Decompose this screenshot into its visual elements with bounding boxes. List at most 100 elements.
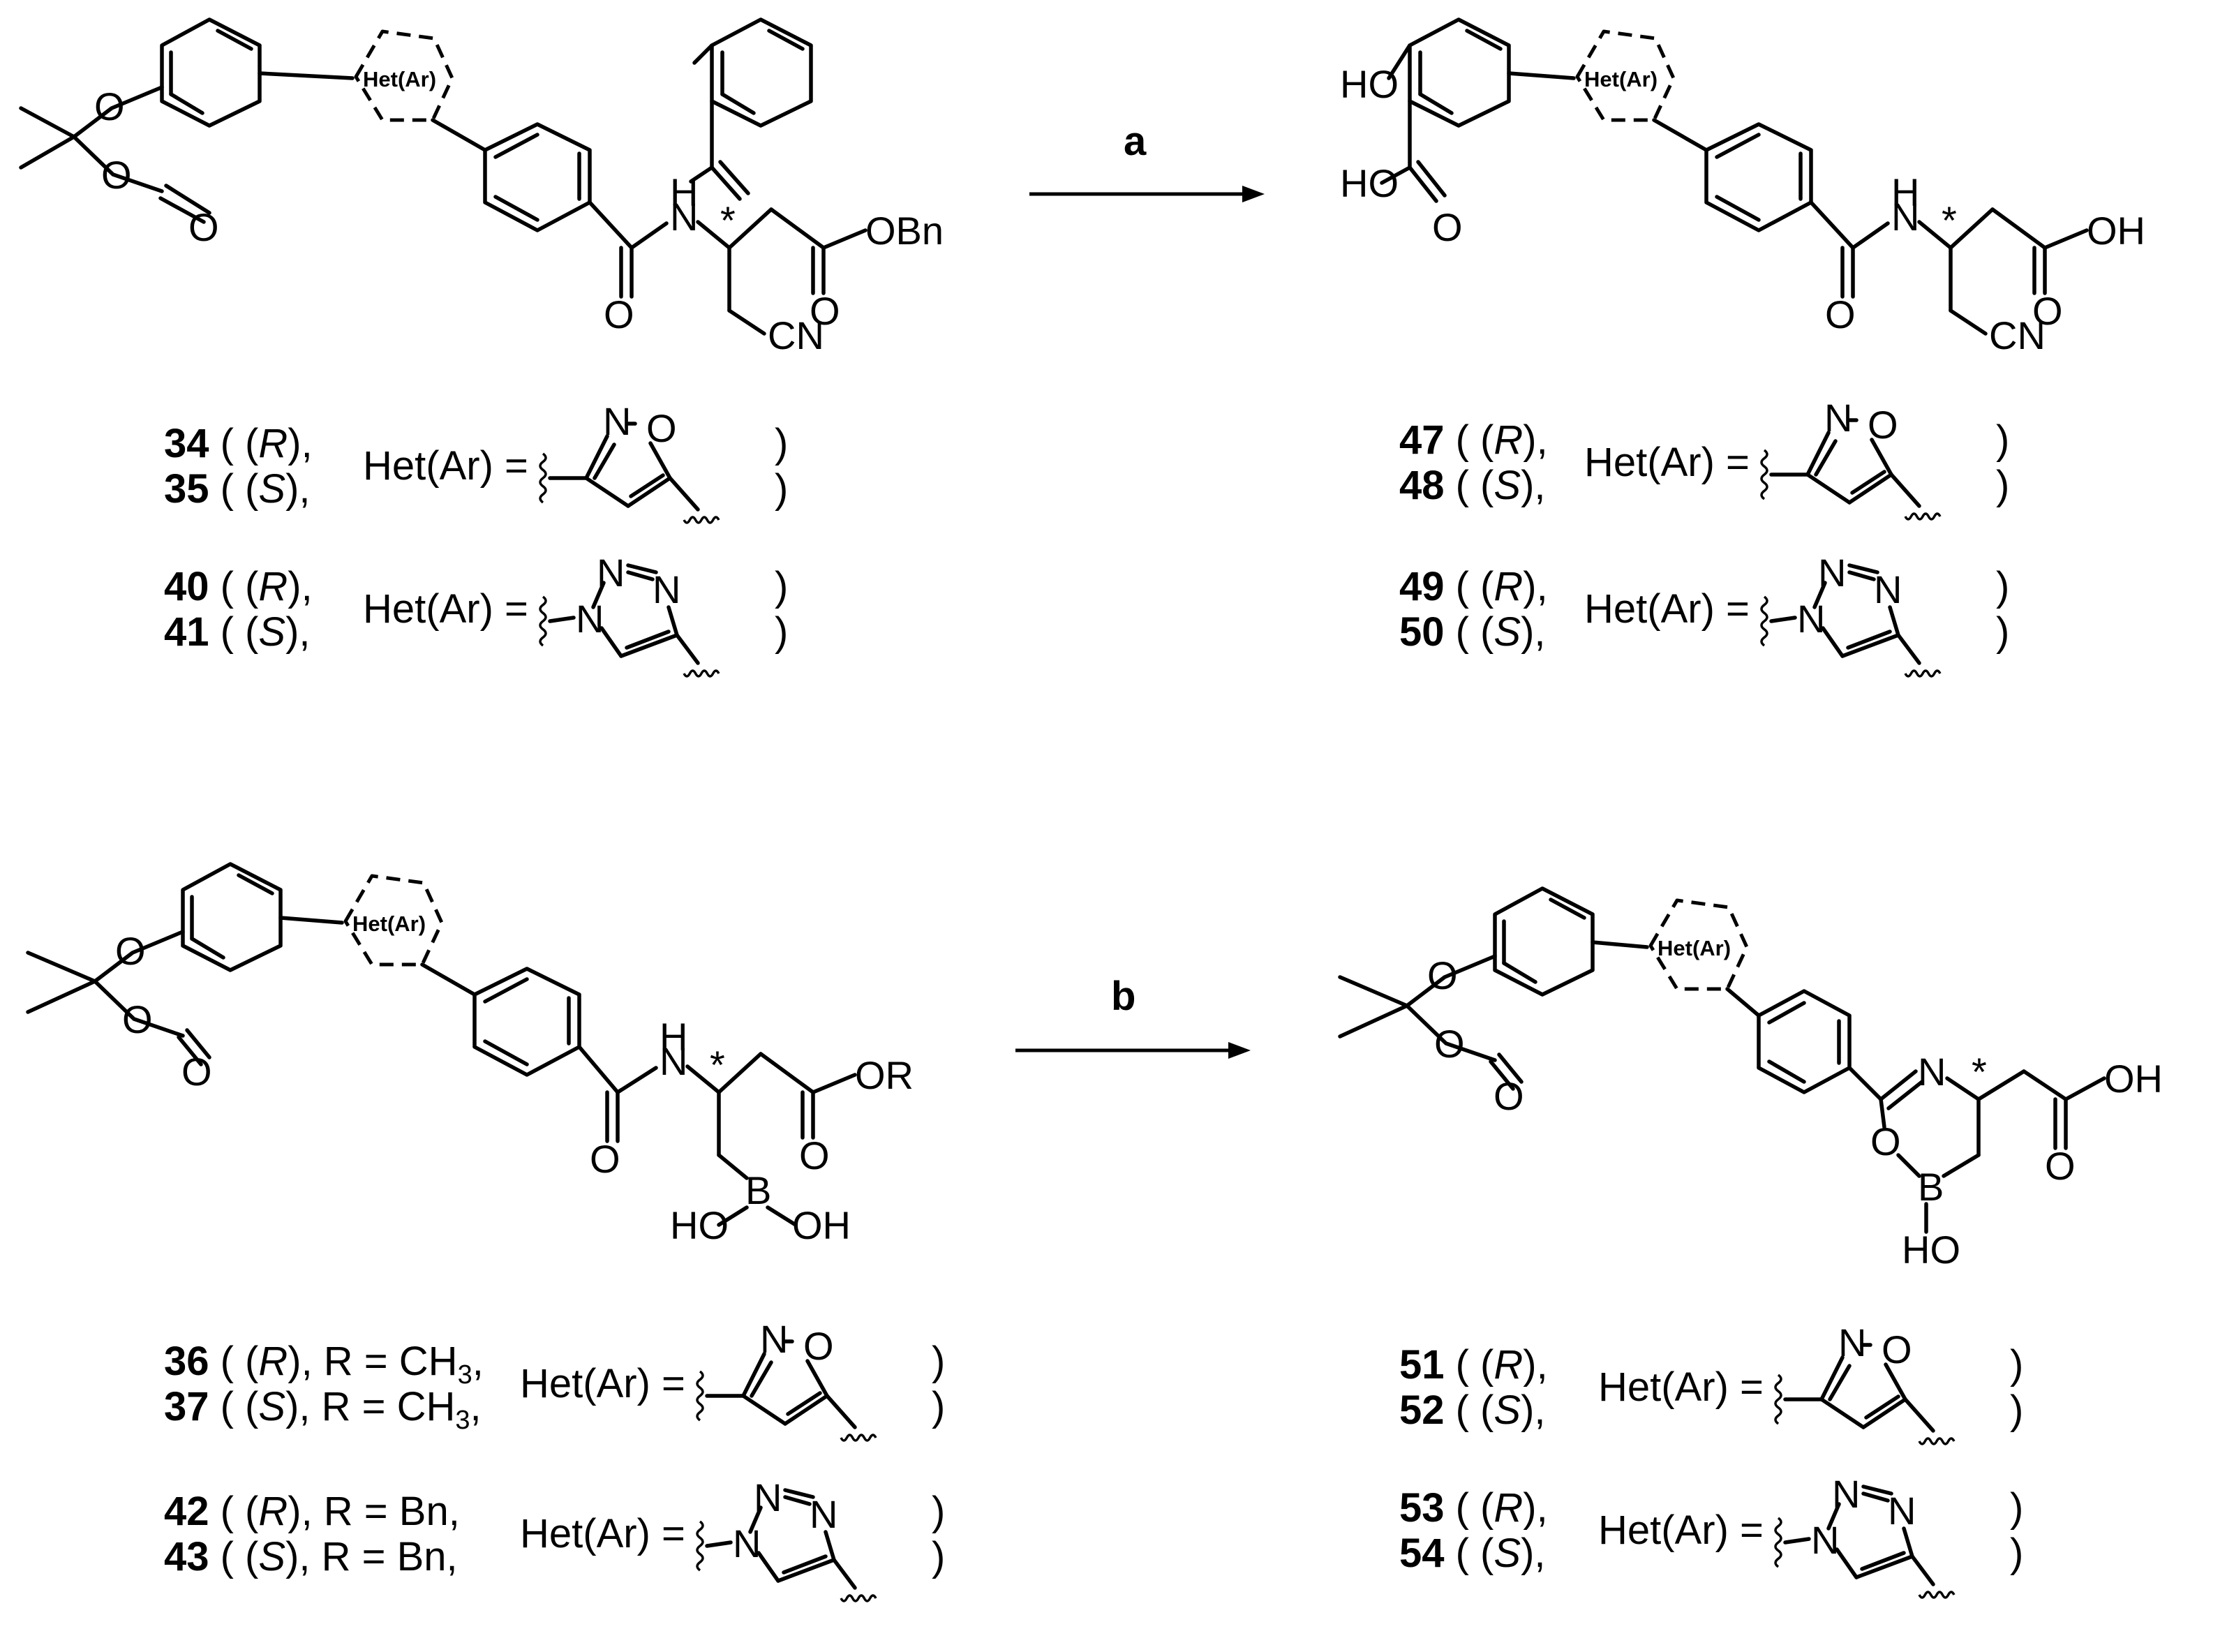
compound-number: 49: [1399, 564, 1445, 609]
b-oh-bond: [717, 1205, 749, 1227]
aromatic-bond: [237, 873, 274, 895]
compound-label: 52 ( (S),: [1399, 1387, 1546, 1433]
stereo-descriptor: S: [1494, 463, 1521, 508]
het-ring-placeholder: [1648, 898, 1749, 991]
compound-label: 37 ( (S), R = CH3,: [164, 1384, 482, 1435]
het-label: Het(Ar): [1658, 936, 1731, 960]
stereo-descriptor: R: [258, 1489, 288, 1534]
ring-double-bond: [1814, 439, 1838, 477]
compound-label: 40 ( (R),: [164, 564, 313, 609]
compound-label: 34 ( (R),: [164, 421, 313, 466]
ring-double-bond: [626, 563, 658, 574]
ring-bond: [1870, 438, 1893, 477]
ring-double-bond: [750, 1360, 773, 1398]
het-ring-placeholder: [354, 29, 454, 122]
compound-number: 51: [1399, 1342, 1445, 1387]
acid-co-bond: [718, 160, 750, 195]
start-material-b: Het(Ar) H N * O O O O O OR B HO OH: [26, 862, 914, 1247]
compound-number: 34: [164, 421, 209, 466]
closing-paren: ): [932, 1339, 945, 1384]
amide-cn-bond: [1851, 221, 1890, 250]
amide-cn-bond: [630, 221, 669, 250]
het-ring-placeholder: [1575, 29, 1676, 122]
stereo-star: *: [720, 198, 736, 242]
ring-double-bond: [629, 473, 665, 498]
acid-oh-bond: [2043, 228, 2089, 250]
compound-number: 41: [164, 609, 209, 655]
compound-number: 35: [164, 466, 209, 512]
closing-paren: ): [775, 466, 788, 512]
amide-oxygen: O: [1825, 292, 1856, 336]
exit-bond: [675, 633, 700, 665]
acid2-hydroxyl: OH: [2087, 209, 2145, 253]
compound-number: 53: [1399, 1485, 1445, 1531]
amide-n: N: [660, 1039, 687, 1083]
phenylene-ring: [472, 967, 581, 1077]
compound-paren: ( (: [209, 1384, 259, 1429]
closing-paren: ): [2010, 1387, 2023, 1433]
salicylic-ring: [710, 17, 813, 128]
compound-number: 40: [164, 564, 209, 609]
ring-bond: [591, 581, 606, 609]
ring-bond: [783, 1394, 829, 1426]
closing-paren: ): [1996, 417, 2009, 463]
ring-bond: [1819, 1355, 1845, 1401]
closing-paren: ): [775, 564, 788, 609]
gem-dimethyl-bond: [1338, 1004, 1409, 1039]
closing-paren: ): [775, 609, 788, 655]
arrow-head: [1228, 1042, 1251, 1059]
het-label: Het(Ar): [1584, 67, 1658, 91]
aromatic-bond: [483, 977, 529, 1004]
product-a-body: Het(Ar) H N * HO HO O O O OH CN: [1340, 17, 2145, 357]
gem-dimethyl-bond: [19, 106, 76, 139]
carbonyl-oxygen: O: [181, 1050, 212, 1094]
ch2-b-bond: [1942, 1153, 1981, 1178]
closing-paren: ): [1996, 609, 2009, 655]
amidine-cn-double: [1879, 1069, 1918, 1101]
carbonyl-oxygen: O: [1494, 1074, 1524, 1118]
ring-bond: [741, 1394, 787, 1426]
aromatic-bond: [720, 92, 756, 115]
compound-label: 49 ( (R),: [1399, 564, 1548, 609]
aromatic-bond: [169, 92, 204, 115]
compound-label: 42 ( (R), R = Bn,: [164, 1489, 460, 1534]
boron-hydroxyl: HO: [1902, 1228, 1960, 1272]
stereo-star: *: [1942, 198, 1957, 242]
compound-tail-end: ,: [470, 1384, 482, 1429]
compound-tail: ),: [288, 421, 312, 466]
acid2-carbonyl-oxygen: O: [2032, 289, 2063, 333]
compound-tail: ),: [1523, 564, 1547, 609]
ring-double-bond: [1828, 1364, 1852, 1401]
exit-bond: [1903, 1397, 1935, 1433]
ring-nitrogen-label: N: [653, 567, 680, 611]
ring-bond: [599, 626, 623, 658]
ring-nitrogen-label: N: [810, 1492, 837, 1536]
ch2-cn-bond: [1949, 308, 1988, 336]
aromatic-bond: [216, 29, 253, 51]
carbonyl-oxygen: O: [188, 205, 219, 249]
phenylene-ring: [483, 122, 592, 232]
carbonyl-bond: [185, 1028, 211, 1059]
stereo-descriptor: S: [1494, 1531, 1521, 1576]
ring-double-bond: [783, 1495, 812, 1506]
het-ar-definition-label: Het(Ar) =: [1584, 586, 1750, 632]
gem-dimethyl-bond: [26, 951, 97, 983]
ring-double-bond: [782, 1554, 828, 1575]
het-ar-definition-label: Het(Ar) =: [1598, 1364, 1764, 1410]
boron: B: [745, 1168, 771, 1212]
stereo-descriptor: S: [1494, 1387, 1521, 1433]
amide-h: H: [660, 1015, 687, 1059]
attachment-wavy-bond: [840, 1594, 877, 1602]
aromatic-bond: [1549, 898, 1586, 920]
aromatic-bond: [1715, 133, 1761, 159]
aryl-het-bond: [1591, 940, 1649, 949]
ring-bond: [1821, 626, 1845, 658]
compound-paren: ( (: [1445, 1485, 1494, 1531]
ring-double-bond: [1860, 1551, 1906, 1571]
stereo-descriptor: R: [1494, 1342, 1523, 1387]
ester-carbonyl-oxygen: O: [810, 289, 840, 333]
gem-dimethyl-bond: [26, 979, 97, 1014]
compound-tail: ),: [1521, 609, 1545, 655]
